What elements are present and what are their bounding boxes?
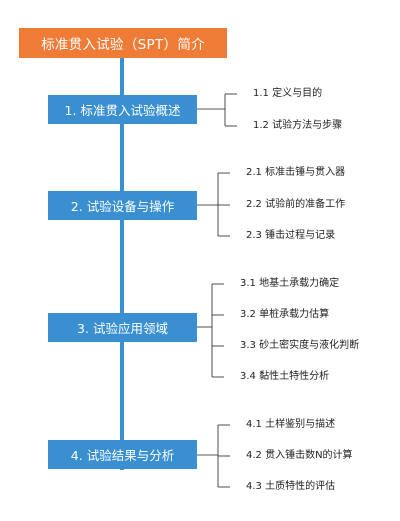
leaf-item: 3.1 地基土承载力确定 [240, 278, 340, 289]
leaf-item: 4.3 土质特性的评估 [246, 481, 336, 492]
root-node: 标准贯入试验（SPT）简介 [19, 28, 227, 58]
leaf-item: 3.3 砂土密实度与液化判断 [240, 340, 360, 351]
leaf-item: 3.4 黏性土特性分析 [240, 371, 330, 382]
leaf-item: 4.1 土样鉴别与描述 [246, 419, 336, 430]
branch-lines [197, 93, 237, 488]
leaf-item: 2.3 锤击过程与记录 [246, 230, 336, 241]
leaf-item: 4.2 贯入锤击数N的计算 [246, 450, 353, 461]
leaf-item: 1.1 定义与目的 [253, 88, 323, 99]
leaf-item: 2.2 试验前的准备工作 [246, 199, 346, 210]
section-node-overview: 1. 标准贯入试验概述 [48, 95, 197, 124]
leaf-item: 1.2 试验方法与步骤 [253, 120, 343, 131]
section-node-applications: 3. 试验应用领域 [48, 313, 197, 342]
section-node-results: 4. 试验结果与分析 [48, 440, 197, 469]
leaf-item: 2.1 标准击锤与贯入器 [246, 167, 346, 178]
section-node-equipment: 2. 试验设备与操作 [48, 191, 197, 220]
leaf-item: 3.2 单桩承载力估算 [240, 309, 330, 320]
